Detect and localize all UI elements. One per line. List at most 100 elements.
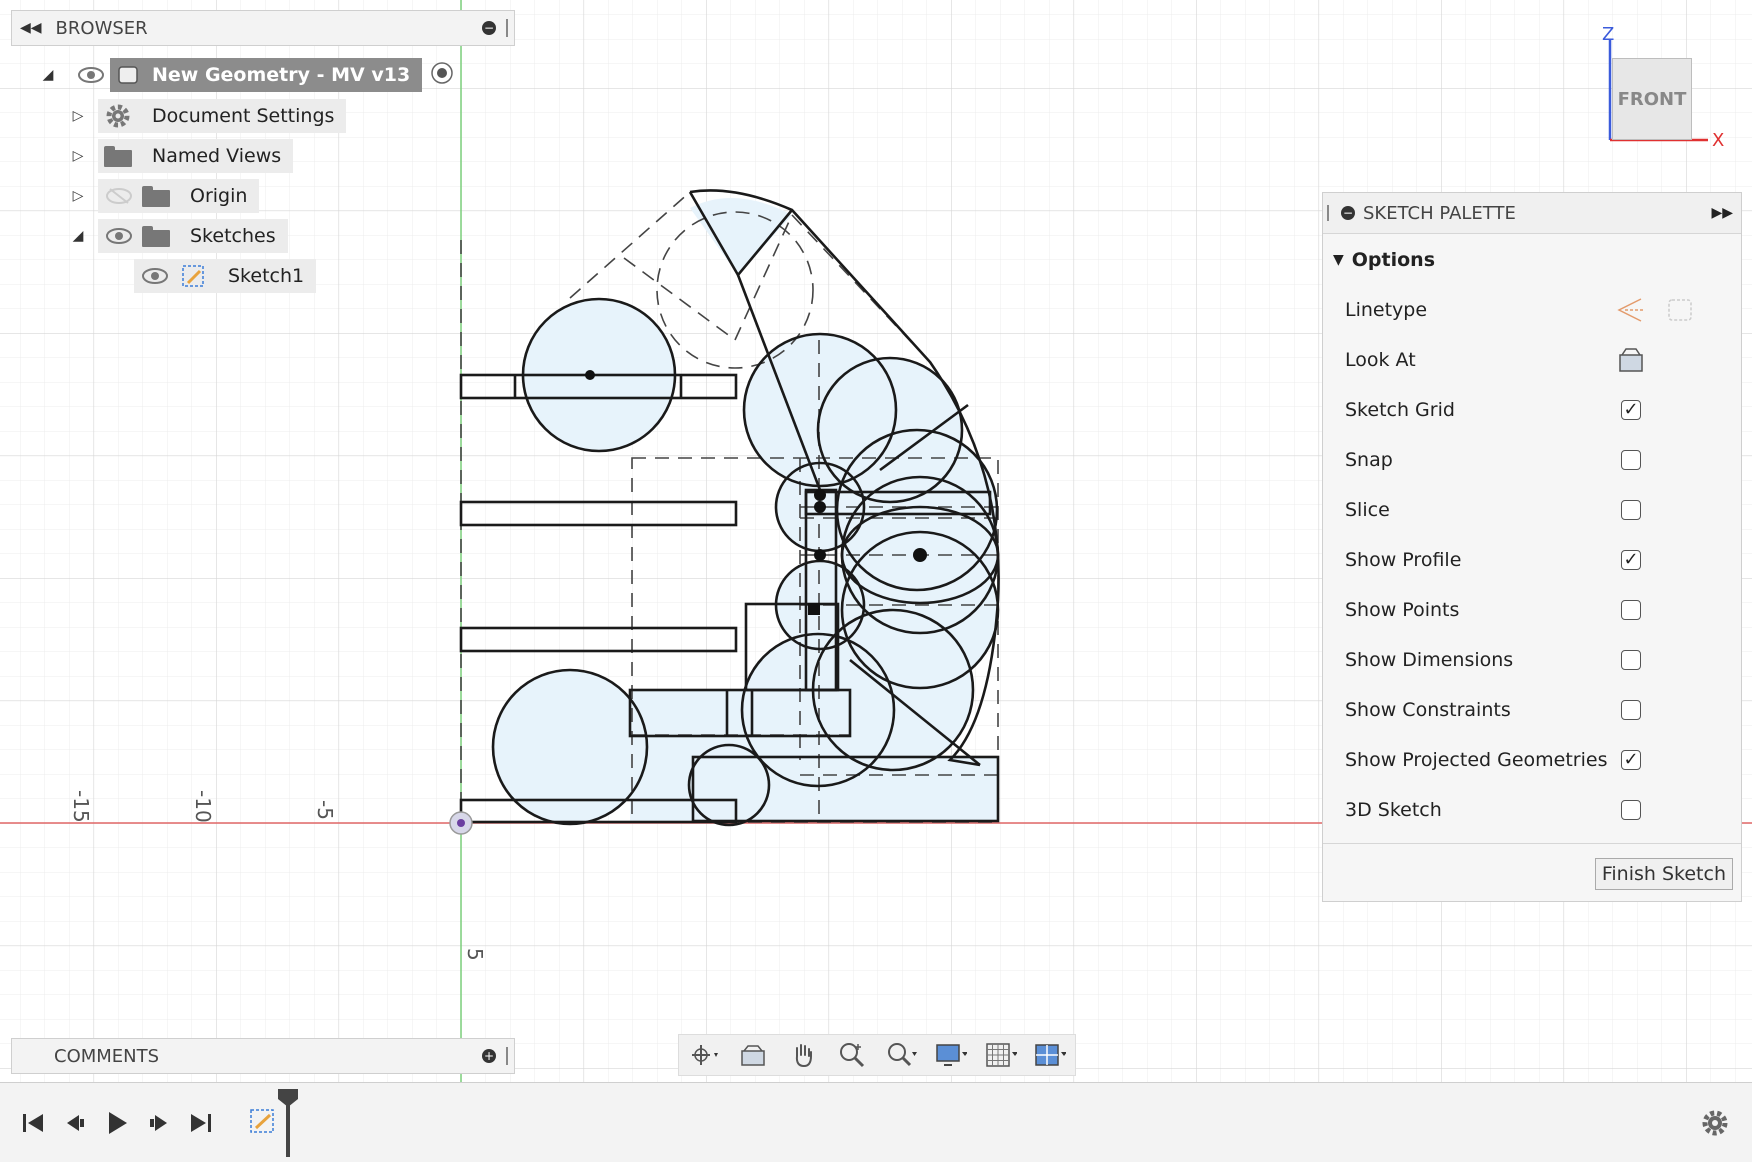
minus-icon[interactable]: −	[1341, 206, 1355, 220]
tree-item-sketches[interactable]: ◢ Sketches	[68, 219, 288, 253]
viewcube-z-label: Z	[1602, 24, 1614, 45]
timeline-settings-gear-icon[interactable]	[1700, 1109, 1730, 1137]
slot-rect-1[interactable]	[459, 373, 738, 400]
radio-active-icon[interactable]	[430, 61, 454, 89]
show-points-checkbox[interactable]	[1621, 600, 1641, 620]
tree-root-item[interactable]: ◢ New Geometry - MV v13	[38, 58, 454, 92]
grid-settings-icon[interactable]	[985, 1041, 1017, 1069]
look-at-icon[interactable]	[737, 1041, 769, 1069]
folder-icon	[104, 146, 132, 167]
circle-2[interactable]	[491, 668, 649, 826]
slot-rect-4[interactable]	[459, 798, 738, 824]
grip-icon[interactable]	[1327, 205, 1329, 221]
circle-9[interactable]	[811, 608, 975, 772]
slot-rect-2[interactable]	[459, 500, 738, 527]
eye-icon[interactable]	[104, 226, 134, 246]
circle-6[interactable]	[835, 428, 999, 592]
expanded-triangle-icon[interactable]: ◢	[42, 67, 54, 83]
viewcube-face-label: FRONT	[1617, 88, 1687, 110]
circle-3[interactable]	[687, 743, 771, 827]
gear-icon	[106, 104, 130, 128]
slice-checkbox[interactable]	[1621, 500, 1641, 520]
circle-4[interactable]	[742, 332, 898, 488]
orbit-icon[interactable]	[688, 1041, 720, 1069]
sketch-geometry[interactable]	[459, 189, 1000, 827]
minus-icon[interactable]: −	[482, 21, 496, 35]
go-to-end-icon[interactable]	[186, 1109, 216, 1137]
pan-hand-icon[interactable]	[787, 1041, 819, 1069]
zoom-window-icon[interactable]	[886, 1041, 918, 1069]
timeline-bar	[0, 1082, 1752, 1162]
browser-header[interactable]: ◀◀ BROWSER −	[11, 10, 515, 46]
comments-title: COMMENTS	[54, 1045, 160, 1067]
viewports-icon[interactable]	[1034, 1041, 1067, 1069]
sketch-palette: − SKETCH PALETTE ▶▶ ▼ Options Linetype L…	[1322, 192, 1742, 902]
sketch-grid-checkbox[interactable]: ✓	[1621, 400, 1641, 420]
timeline-marker[interactable]	[276, 1087, 300, 1163]
outer-profile[interactable]	[689, 189, 1000, 767]
option-label: Snap	[1345, 449, 1393, 471]
snap-checkbox[interactable]	[1621, 450, 1641, 470]
show-projected-geometries-checkbox[interactable]: ✓	[1621, 750, 1641, 770]
collapsed-triangle-icon[interactable]: ▷	[72, 148, 84, 164]
options-section-header[interactable]: ▼ Options	[1323, 234, 1741, 286]
collapsed-triangle-icon[interactable]: ▷	[72, 108, 84, 124]
diagonal-line-3[interactable]	[849, 658, 981, 767]
play-icon[interactable]	[102, 1109, 132, 1137]
tree-item-named-views[interactable]: ▷ Named Views	[68, 139, 294, 173]
zoom-icon[interactable]	[836, 1041, 868, 1069]
plus-icon[interactable]: +	[482, 1049, 496, 1063]
folder-icon	[142, 226, 170, 247]
expanded-triangle-icon[interactable]: ◢	[72, 228, 84, 244]
eye-icon[interactable]	[76, 65, 106, 85]
circle-10[interactable]	[740, 632, 896, 788]
option-show-profile: Show Profile ✓	[1323, 535, 1741, 585]
option-slice: Slice	[1323, 485, 1741, 535]
palette-title: SKETCH PALETTE	[1363, 202, 1516, 224]
show-constraints-checkbox[interactable]	[1621, 700, 1641, 720]
slot-rect-7[interactable]	[744, 602, 840, 692]
show-dimensions-checkbox[interactable]	[1621, 650, 1641, 670]
canvas-viewport[interactable]: -15 -10 -5 5	[0, 0, 1752, 1082]
circle-5[interactable]	[816, 356, 964, 504]
grip-icon[interactable]	[506, 1047, 508, 1065]
comments-header[interactable]: COMMENTS +	[11, 1038, 515, 1074]
option-label: Look At	[1345, 349, 1416, 371]
tree-item-document-settings[interactable]: ▷ Document Settings	[68, 99, 347, 133]
option-show-constraints: Show Constraints	[1323, 685, 1741, 735]
display-settings-icon[interactable]	[935, 1041, 968, 1069]
tree-item-origin[interactable]: ▷ Origin	[68, 179, 260, 213]
diagonal-line-1[interactable]	[736, 274, 822, 491]
eye-hidden-icon[interactable]	[104, 186, 134, 206]
circle-1[interactable]	[521, 297, 677, 453]
viewcube-front-face[interactable]: FRONT	[1612, 58, 1692, 140]
expand-arrows-icon[interactable]: ▶▶	[1711, 205, 1733, 221]
axis-label-neg10: -10	[191, 790, 215, 823]
folder-icon	[142, 186, 170, 207]
eye-icon[interactable]	[140, 266, 170, 286]
collapse-arrows-icon[interactable]: ◀◀	[20, 20, 42, 36]
palette-header[interactable]: − SKETCH PALETTE ▶▶	[1323, 193, 1741, 234]
linetype-icons[interactable]	[1615, 295, 1695, 325]
option-label: Show Constraints	[1345, 699, 1511, 721]
tree-item-sketch1[interactable]: Sketch1	[134, 259, 317, 293]
slot-rect-3[interactable]	[459, 626, 738, 653]
finish-sketch-button[interactable]: Finish Sketch	[1594, 858, 1733, 890]
look-at-icon[interactable]	[1618, 347, 1644, 373]
show-profile-checkbox[interactable]: ✓	[1621, 550, 1641, 570]
slot-rect-6[interactable]	[691, 755, 1000, 823]
sketch-icon	[182, 265, 204, 287]
slot-rect-5[interactable]	[628, 688, 852, 738]
tree-item-label: Document Settings	[152, 105, 335, 127]
collapsed-triangle-icon[interactable]: ▷	[72, 188, 84, 204]
option-label: Linetype	[1345, 299, 1428, 321]
3d-sketch-checkbox[interactable]	[1621, 800, 1641, 820]
timeline-sketch-feature-icon[interactable]	[248, 1107, 278, 1135]
step-forward-icon[interactable]	[144, 1109, 174, 1137]
grip-icon[interactable]	[506, 19, 508, 37]
diagonal-line-2[interactable]	[879, 403, 969, 472]
step-back-icon[interactable]	[60, 1109, 90, 1137]
go-to-start-icon[interactable]	[18, 1109, 48, 1137]
expanded-triangle-icon[interactable]: ▼	[1333, 252, 1344, 268]
construction-lines	[460, 191, 999, 823]
